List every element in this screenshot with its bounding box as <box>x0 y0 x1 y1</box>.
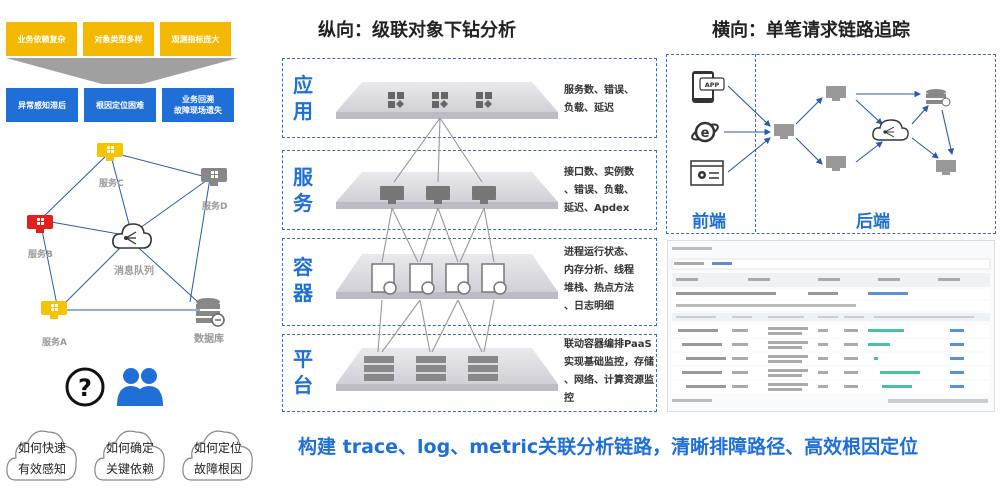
layer-desc-platform: 联动容器编排PaaS 实现基础监控，存储 、网络、计算资源监 控 <box>564 339 654 404</box>
vertical-title: 纵向：级联对象下钻分析 <box>318 20 516 41</box>
service-a-label: 服务A <box>42 338 67 348</box>
svg-text:?: ? <box>78 374 92 402</box>
message-queue-icon <box>112 223 152 249</box>
issue-metric-volume: 观测指标庞大 <box>160 22 231 56</box>
service-c-icon <box>97 143 123 161</box>
trace-cloud-icon <box>872 119 909 141</box>
trace-database-icon <box>926 89 951 107</box>
database-icon <box>196 298 225 327</box>
question-icon: ? <box>65 367 105 407</box>
service-topology <box>39 151 211 311</box>
issue-object-types: 对象类型多样 <box>83 22 154 56</box>
question-cloud-2 <box>94 430 165 481</box>
layer-desc-application: 服务数、错误、 负载、延迟 <box>564 85 634 114</box>
trace-detail-thumbnail <box>667 240 995 412</box>
question-text-1: 如何快速 有效感知 <box>17 441 66 476</box>
footer-summary: 构建 trace、log、metric关联分析链路，清晰排障路径、高效根因定位 <box>298 436 919 458</box>
frontend-backend-divider <box>755 54 756 232</box>
horizontal-title: 横向：单笔请求链路追踪 <box>712 20 910 41</box>
consequence-late-detection: 异常感知滞后 <box>6 88 78 122</box>
question-text-2: 如何确定 关键依赖 <box>105 441 154 476</box>
database-label: 数据库 <box>194 334 224 345</box>
service-d-label: 服务D <box>202 202 228 212</box>
funnel-arrow <box>6 58 238 84</box>
service-a-icon <box>41 301 67 319</box>
service-b-label: 服务B <box>28 250 53 260</box>
consequence-lost-scene: 业务回溯 故障现场遗失 <box>162 88 234 122</box>
web-settings-icon <box>690 160 724 186</box>
message-queue-label: 消息队列 <box>114 266 154 277</box>
trace-diagram-box <box>666 54 996 234</box>
frontend-label: 前端 <box>692 212 726 232</box>
layer-label-container: 容 器 <box>293 255 313 305</box>
consequence-hard-root-cause: 根因定位困难 <box>84 88 156 122</box>
layer-stack-diagram <box>336 82 558 391</box>
layer-box-application <box>282 58 657 138</box>
issue-business-dependency: 业务依赖复杂 <box>6 22 77 56</box>
layer-desc-service: 接口数、实例数 、错误、负载、 延迟、Apdex <box>564 167 634 214</box>
layer-label-platform: 平 台 <box>293 347 313 397</box>
layer-desc-container: 进程运行状态、 内存分析、线程 堆栈、热点方法 、日志明细 <box>564 247 634 312</box>
backend-label: 后端 <box>856 212 890 232</box>
svg-text:e: e <box>701 126 710 141</box>
layer-box-platform <box>282 334 657 412</box>
users-icon <box>117 368 163 406</box>
question-text-3: 如何定位 故障根因 <box>193 441 242 476</box>
question-cloud-3 <box>182 430 253 481</box>
service-b-icon <box>27 215 53 233</box>
mobile-app-icon: APP <box>692 71 725 103</box>
question-cloud-1 <box>6 430 77 481</box>
layer-label-application: 应 用 <box>293 73 313 123</box>
layer-box-service <box>282 150 657 230</box>
layer-label-service: 服 务 <box>293 165 313 215</box>
trace-flow-arrows <box>724 85 956 175</box>
app-badge-text: APP <box>705 81 720 89</box>
browser-icon: e <box>691 121 719 143</box>
plate-application <box>336 82 558 119</box>
service-d-icon <box>201 168 227 186</box>
service-c-label: 服务C <box>99 179 124 189</box>
